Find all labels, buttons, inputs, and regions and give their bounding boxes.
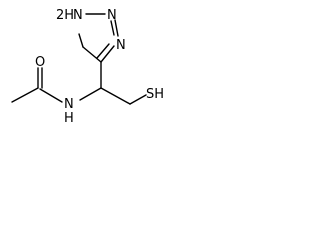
tetrazole-n3-label: N [107, 8, 117, 23]
thiol-label: SH [146, 87, 164, 102]
tetrazole-n2-label: N [73, 8, 83, 23]
tetrazole-n2h-label: 2H [56, 8, 74, 23]
amide-nitrogen-label: N [64, 97, 74, 112]
molecule-diagram: O N H SH 2H N N N [0, 0, 194, 150]
bond-methylene-sulfur [129, 94, 147, 105]
tetrazole-n4-label: N [116, 38, 126, 53]
structure-svg: O N H SH 2H N N N [11, 8, 164, 126]
amide-hydrogen-label: H [64, 111, 74, 126]
oxygen-label: O [35, 55, 45, 70]
bond-ring-c5-n4-a [100, 45, 115, 63]
bond-ring-n1-n2 [78, 33, 84, 48]
bond-ring-n3-n4-a [114, 19, 119, 37]
bond-carbonyl-nitrogen [39, 88, 63, 103]
bond-methyl-carbonyl [11, 87, 39, 103]
bond-ring-c5-n1 [82, 46, 102, 63]
bond-ring-n3-n4-b [110, 20, 115, 36]
bond-nitrogen-chiral [79, 87, 102, 101]
bond-ring-c5-n4-b [96, 43, 110, 59]
bond-chiral-methylene [100, 87, 131, 105]
